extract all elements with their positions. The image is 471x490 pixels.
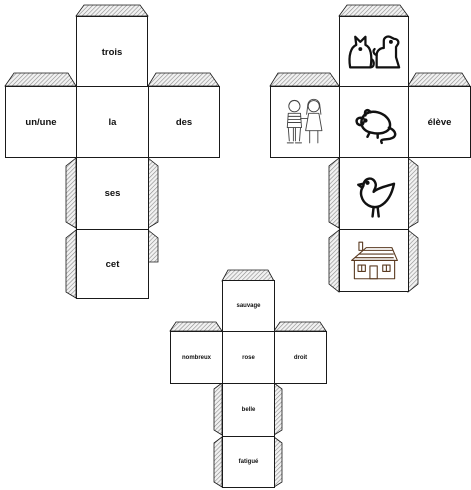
net3-face-center: rose: [222, 331, 275, 384]
net3-face-left: nombreux: [170, 331, 223, 384]
net3-face-lower: belle: [222, 383, 275, 437]
net3-face-right: droit: [274, 331, 327, 384]
word-nombreux: nombreux: [182, 355, 211, 361]
word-belle: belle: [242, 407, 256, 413]
word-droit: droit: [294, 355, 307, 361]
word-fatigue: fatigué: [239, 459, 259, 465]
net3-face-bottom: fatigué: [222, 436, 275, 488]
net3-face-top: sauvage: [222, 280, 275, 332]
word-sauvage: sauvage: [236, 303, 260, 309]
word-rose: rose: [242, 355, 255, 361]
